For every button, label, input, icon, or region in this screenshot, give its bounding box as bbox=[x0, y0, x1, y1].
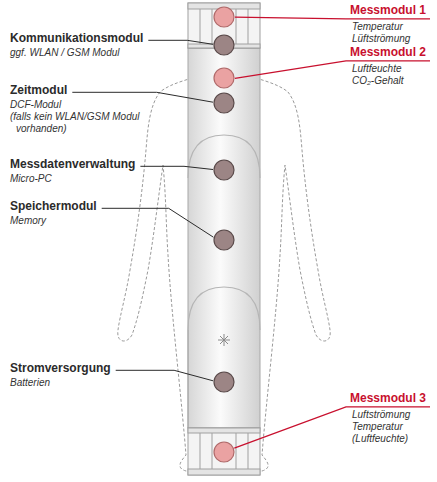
module-detail: Temperatur bbox=[352, 421, 403, 433]
module-title: Kommunikationsmodul bbox=[10, 32, 143, 46]
module-detail: (falls kein WLAN/GSM Modul bbox=[10, 111, 139, 123]
leader-line bbox=[102, 208, 214, 237]
human-silhouette bbox=[118, 9, 331, 471]
leader-line bbox=[235, 17, 430, 19]
segment-seam bbox=[188, 330, 189, 428]
module-detail: (Luftfeuchte) bbox=[352, 433, 408, 445]
module-dot bbox=[214, 35, 234, 392]
module-detail: Luftfeuchte bbox=[352, 63, 401, 75]
leader-line bbox=[140, 166, 213, 169]
leader-line bbox=[116, 370, 213, 381]
module-detail: CO₂-Gehalt bbox=[352, 75, 404, 87]
module-title: Messmodul 2 bbox=[350, 46, 426, 60]
module-title: Messdatenverwaltung bbox=[10, 158, 135, 172]
module-title: Messmodul 1 bbox=[350, 4, 426, 18]
module-detail: Temperatur bbox=[352, 21, 403, 33]
module-detail: Lüftströmung bbox=[352, 33, 410, 45]
module-title: Stromversorgung bbox=[10, 362, 111, 376]
module-title: Zeitmodul bbox=[10, 84, 67, 98]
leader-line bbox=[148, 40, 213, 44]
module-detail: Memory bbox=[10, 215, 46, 227]
sensor-dot bbox=[214, 7, 234, 462]
module-detail: Luftströmung bbox=[352, 409, 410, 421]
sensor-cage bbox=[188, 428, 260, 475]
device-body bbox=[188, 48, 260, 428]
module-detail: Batterien bbox=[10, 377, 50, 389]
module-title: Speichermodul bbox=[10, 200, 97, 214]
module-detail: vorhanden) bbox=[16, 123, 67, 135]
vent-symbol bbox=[218, 334, 230, 346]
module-title: Messmodul 3 bbox=[350, 392, 426, 406]
leader-line bbox=[72, 92, 213, 102]
segment-seam bbox=[188, 287, 260, 330]
leader-line bbox=[234, 407, 430, 448]
module-detail: DCF-Modul bbox=[10, 99, 61, 111]
module-detail: Micro-PC bbox=[10, 173, 52, 185]
module-detail: ggf. WLAN / GSM Modul bbox=[10, 47, 119, 59]
